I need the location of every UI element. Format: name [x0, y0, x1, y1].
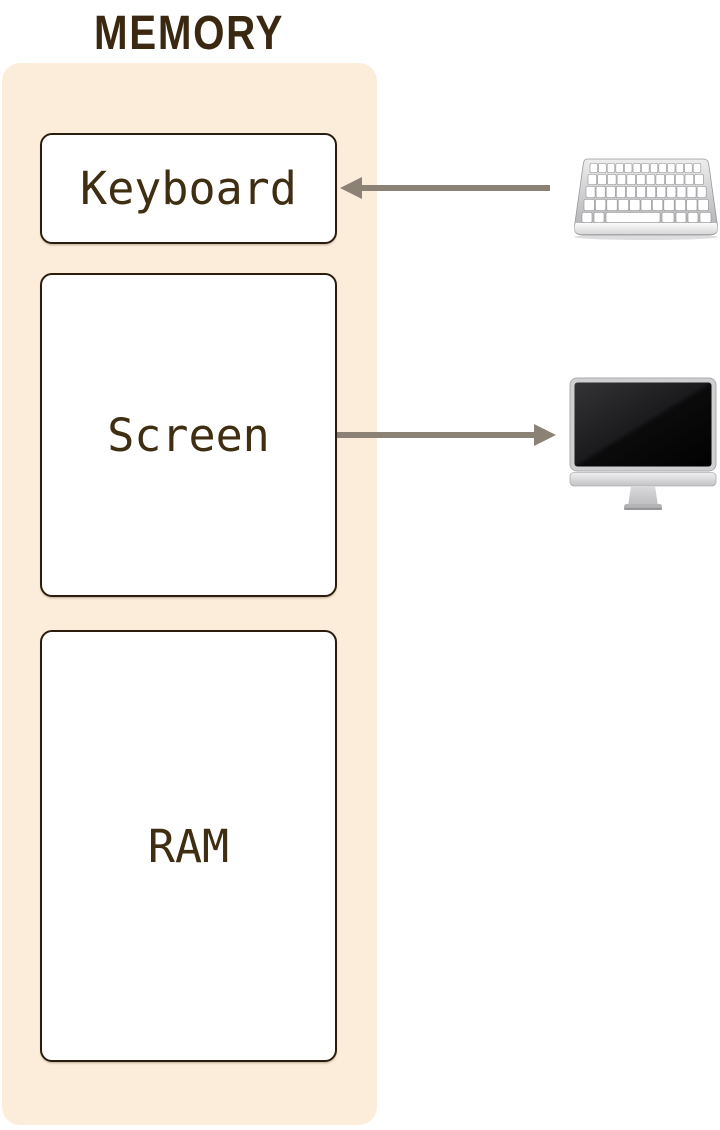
arrow-keyboard-to-memory — [340, 177, 550, 199]
diagram-title: MEMORY — [93, 7, 285, 60]
arrow-shaft — [337, 432, 538, 438]
monitor-base-shadow — [624, 507, 662, 510]
keyboard-box-label: Keyboard — [80, 162, 297, 215]
arrow-memory-to-screen — [337, 424, 556, 446]
memory-box-screen: Screen — [40, 273, 337, 597]
keyboard-icon — [573, 158, 719, 240]
memory-box-ram: RAM — [40, 630, 337, 1062]
keyboard-keys — [581, 163, 712, 223]
monitor-icon — [569, 377, 717, 510]
keyboard-front-lip — [574, 223, 718, 234]
ram-box-label: RAM — [147, 819, 230, 873]
monitor-chin — [569, 472, 717, 487]
screen-box-label: Screen — [107, 408, 270, 462]
monitor-screen — [574, 382, 712, 467]
keyboard-shadow — [574, 234, 718, 240]
arrowhead-left — [340, 177, 362, 199]
arrow-shaft — [358, 185, 550, 191]
monitor-stand-neck — [628, 486, 658, 506]
arrowhead-right — [534, 424, 556, 446]
memory-box-keyboard: Keyboard — [40, 133, 337, 244]
